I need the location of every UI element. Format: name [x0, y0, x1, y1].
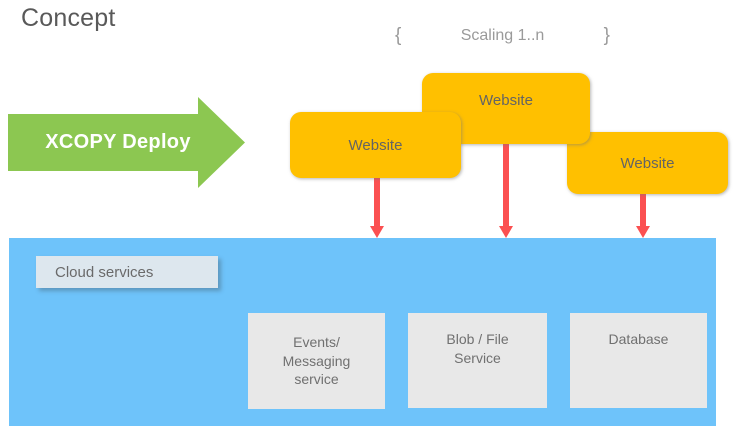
scaling-open-brace: {: [395, 25, 402, 46]
website-box-3[interactable]: Website: [567, 132, 728, 194]
scaling-annotation: { Scaling 1..n }: [395, 22, 610, 50]
cloud-services-label-text: Cloud services: [55, 263, 154, 281]
page-title: Concept: [21, 4, 116, 32]
website-box-1[interactable]: Website: [290, 112, 461, 178]
xcopy-deploy-label: XCOPY Deploy: [45, 131, 191, 153]
arrow-website-2-to-cloud-icon: [497, 142, 515, 239]
database-service-box[interactable]: Database: [570, 313, 707, 408]
xcopy-deploy-arrow: XCOPY Deploy: [8, 96, 246, 189]
arrow-website-1-to-cloud-icon: [368, 176, 386, 239]
website-box-3-label: Website: [620, 154, 675, 172]
website-box-1-label: Website: [348, 136, 403, 154]
website-box-2-label: Website: [479, 92, 533, 109]
database-service-label: Database: [608, 331, 669, 347]
arrow-website-3-to-cloud-icon: [634, 192, 652, 239]
scaling-label: Scaling 1..n: [460, 27, 545, 44]
scaling-close-brace: }: [603, 25, 610, 46]
cloud-services-label: Cloud services: [36, 256, 218, 288]
